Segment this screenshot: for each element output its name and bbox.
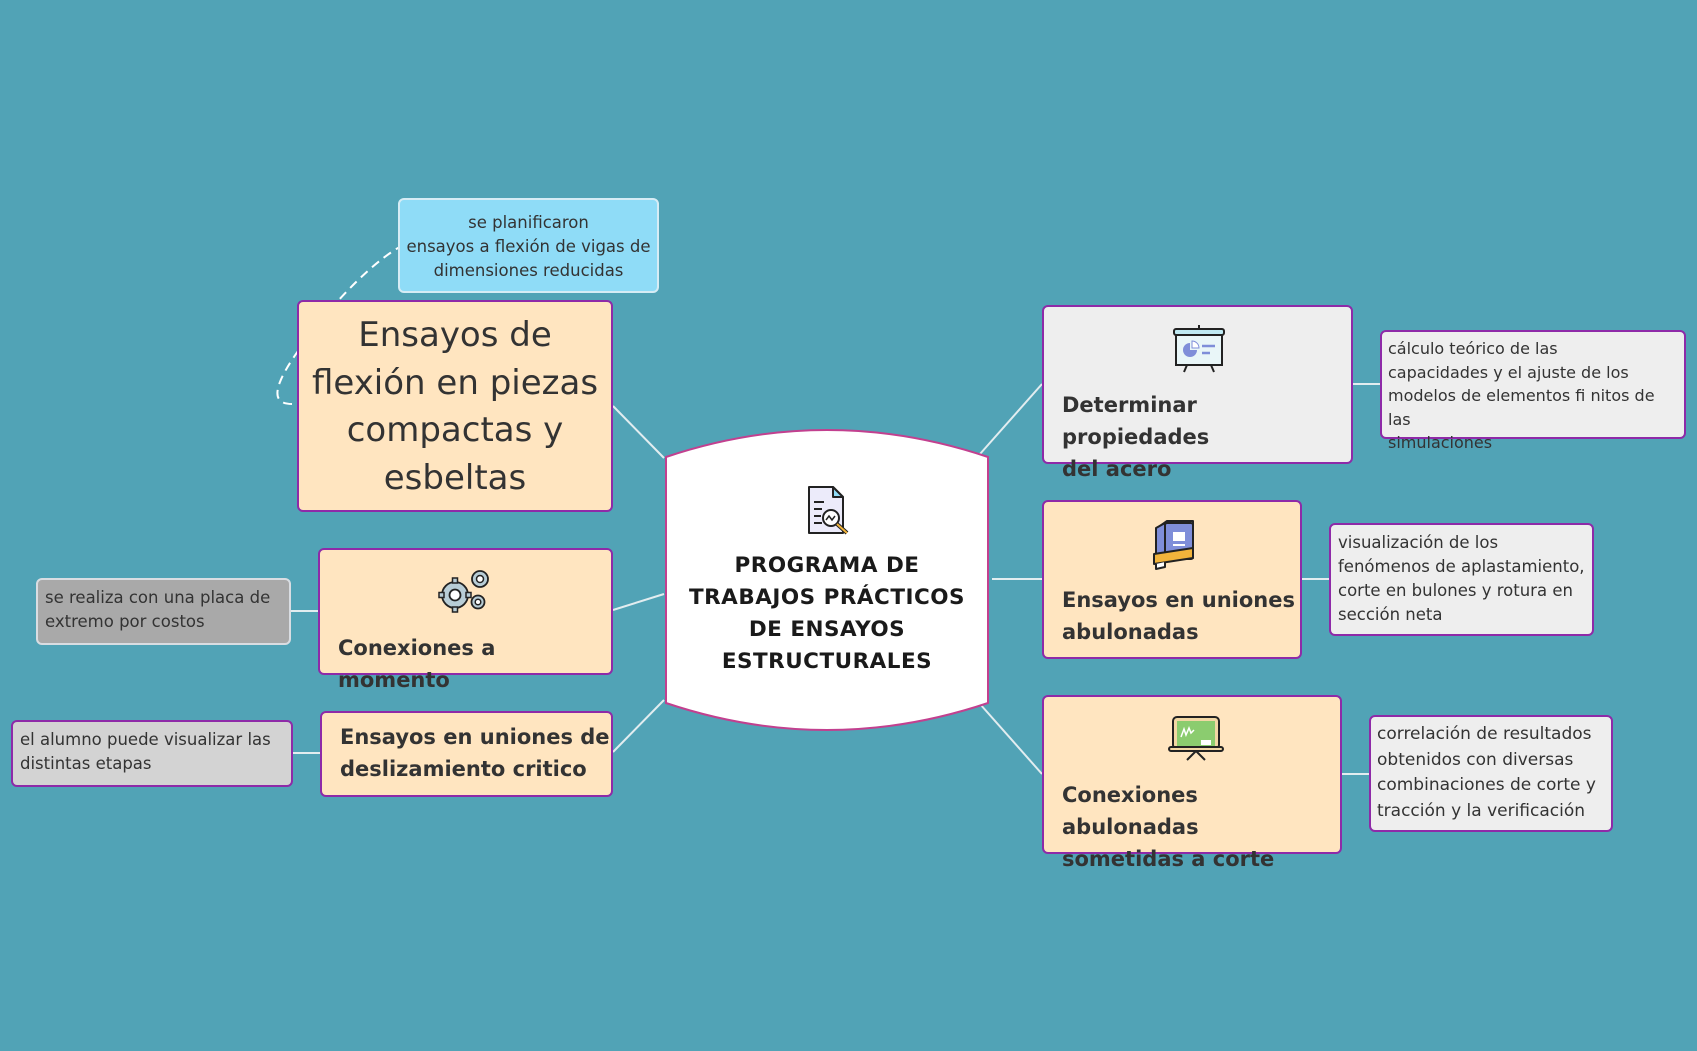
note-line: el alumno puede visualizar las xyxy=(20,730,271,749)
topic-label-line: abulonadas xyxy=(1062,620,1199,644)
note-line: capacidades y el ajuste de los xyxy=(1388,362,1629,382)
document-search-icon xyxy=(808,486,849,535)
central-title-line: DE ENSAYOS xyxy=(748,617,906,642)
chalkboard-icon xyxy=(1168,716,1224,761)
topic-label: Conexiones abulonadas sometidas a corte xyxy=(1062,779,1340,875)
topic-label: Ensayos de flexión en piezas compactas y… xyxy=(299,312,611,502)
topic-label-line: Ensayos de xyxy=(358,315,552,355)
central-title-line: ESTRUCTURALES xyxy=(721,649,933,674)
note-line: corte en bulones y rotura en xyxy=(1338,581,1573,600)
note-line: modelos de elementos fi nitos de las xyxy=(1388,386,1655,429)
callout-line: ensayos a flexión de vigas de xyxy=(406,237,651,256)
topic-label: Ensayos en uniones de deslizamiento crit… xyxy=(340,721,610,785)
topic-label-line: esbeltas xyxy=(383,457,527,498)
topic-label-line: Ensayos en uniones xyxy=(1062,588,1295,612)
topic-label: Ensayos en uniones abulonadas xyxy=(1062,584,1295,648)
topic-label-line: compactas y xyxy=(346,410,564,450)
gears-icon xyxy=(438,570,489,613)
note-visualizacion-fenomenos[interactable]: visualización de los fenómenos de aplast… xyxy=(1329,523,1594,636)
callout-line: se planificaron xyxy=(468,213,589,232)
note-calculo-teorico[interactable]: cálculo teórico de las capacidades y el … xyxy=(1380,330,1686,452)
callout-line: dimensiones reducidas xyxy=(433,261,624,280)
note-alumno-visualizar[interactable]: el alumno puede visualizar las distintas… xyxy=(11,720,293,787)
topic-label-line: deslizamiento critico xyxy=(340,757,587,781)
note-line: cálculo teórico de las xyxy=(1388,339,1558,358)
note-line: combinaciones de corte y xyxy=(1377,775,1596,795)
note-placa-extremo[interactable]: se realiza con una placa de extremo por … xyxy=(36,578,291,645)
note-line: simulaciones xyxy=(1388,433,1493,452)
central-topic-shape xyxy=(665,429,989,731)
callout-planificaron[interactable]: se planificaron ensayos a flexión de vig… xyxy=(398,198,659,293)
topic-uniones-abulonadas[interactable]: Ensayos en uniones abulonadas xyxy=(1042,500,1302,659)
book-icon xyxy=(1153,520,1194,570)
topic-deslizamiento-critico[interactable]: Ensayos en uniones de deslizamiento crit… xyxy=(320,711,613,797)
topic-conexiones-momento[interactable]: Conexiones a momento xyxy=(318,548,613,692)
central-topic[interactable]: PROGRAMA DE TRABAJOS PRÁCTICOS DE ENSAYO… xyxy=(662,425,992,735)
topic-label-line: Determinar propiedades xyxy=(1062,393,1210,449)
topic-determinar-propiedades[interactable]: Determinar propiedades del acero xyxy=(1042,305,1353,481)
note-line: extremo por costos xyxy=(45,612,205,631)
central-title-line: TRABAJOS PRÁCTICOS xyxy=(688,585,966,610)
central-topic-title: PROGRAMA DE TRABAJOS PRÁCTICOS DE ENSAYO… xyxy=(662,550,992,678)
topic-label: Determinar propiedades del acero xyxy=(1062,389,1351,485)
topic-label-line: Conexiones abulonadas xyxy=(1062,783,1199,839)
note-line: obtenidos con diversas xyxy=(1377,749,1574,770)
topic-label-line: flexión en piezas xyxy=(311,362,599,403)
note-line: se realiza con una placa de xyxy=(45,588,271,607)
topic-label-line: sometidas a corte xyxy=(1062,847,1275,871)
topic-conexiones-corte[interactable]: Conexiones abulonadas sometidas a corte xyxy=(1042,695,1342,871)
presentation-chart-icon xyxy=(1173,325,1225,373)
topic-ensayos-flexion[interactable]: Ensayos de flexión en piezas compactas y… xyxy=(297,300,613,512)
note-line: sección neta xyxy=(1338,605,1443,624)
topic-label-line: del acero xyxy=(1062,457,1172,481)
note-line: visualización de los xyxy=(1338,533,1499,552)
central-title-line: PROGRAMA DE xyxy=(734,553,920,578)
topic-label: Conexiones a momento xyxy=(338,636,496,692)
note-line: correlación de resultados xyxy=(1377,724,1592,744)
note-line: distintas etapas xyxy=(20,754,152,773)
topic-label-line: Ensayos en uniones de xyxy=(340,725,610,749)
note-correlacion-resultados[interactable]: correlación de resultados obtenidos con … xyxy=(1369,715,1613,832)
note-line: tracción y la verificación xyxy=(1377,800,1586,821)
note-line: fenómenos de aplastamiento, xyxy=(1338,557,1585,576)
